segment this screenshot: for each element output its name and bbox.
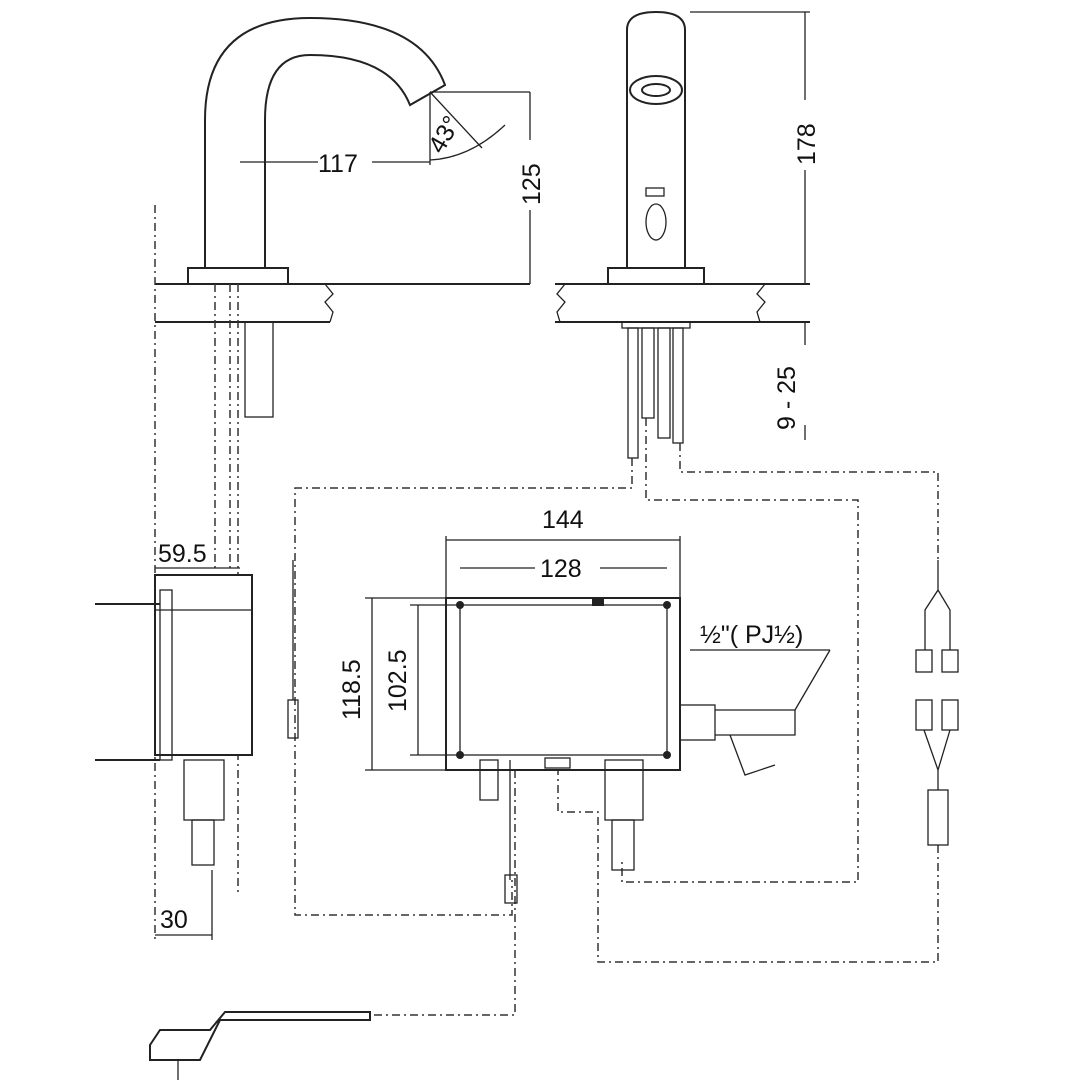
dim-spout-height: 125 [518, 163, 546, 205]
spout-dimensions [240, 91, 531, 284]
sensor-cable [287, 560, 299, 739]
dim-side-offset: 30 [160, 906, 188, 934]
dim-deck-thickness: 9 - 25 [773, 366, 801, 430]
dim-inlet-thread: ½"( PJ½) [700, 621, 803, 649]
wiring-harness [915, 560, 959, 846]
power-plug [149, 1011, 371, 1080]
faucet-front-view [555, 10, 810, 459]
control-box-front [365, 536, 831, 904]
dim-front-height: 178 [793, 123, 821, 165]
faucet-side-view [154, 16, 530, 940]
dim-spout-reach: 117 [318, 150, 358, 178]
dim-side-box-depth: 59.5 [158, 540, 207, 568]
dim-box-width-outer: 144 [542, 506, 584, 534]
control-box-side [95, 567, 253, 940]
dim-box-width-inner: 128 [540, 555, 582, 583]
dim-box-height-outer: 118.5 [338, 659, 366, 720]
dim-box-height-inner: 102.5 [384, 649, 412, 712]
connection-lines [294, 418, 939, 1016]
